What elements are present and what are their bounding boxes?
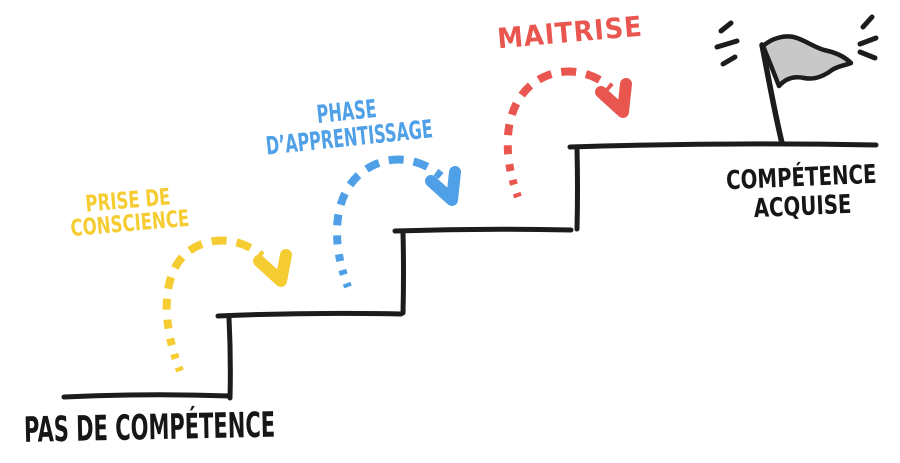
arrow-learning <box>333 155 461 289</box>
staircase <box>61 141 879 401</box>
arrow-learning-head <box>425 166 461 206</box>
sparkle-dash <box>860 14 875 30</box>
arrow-mastery-arc <box>503 67 614 199</box>
flag-icon <box>759 34 854 146</box>
arrow-learning-arc <box>333 155 444 289</box>
label-line: PAS DE COMPÉTENCE <box>23 405 276 451</box>
arrow-mastery-head <box>595 78 632 118</box>
stair-tread-2 <box>215 310 404 319</box>
sparkle-dash <box>718 20 734 34</box>
sparkle-dash <box>720 54 738 67</box>
stair-riser-3 <box>574 146 580 232</box>
stair-tread-1 <box>61 392 233 400</box>
flag-pole <box>759 42 785 146</box>
arrow-awareness <box>162 236 292 373</box>
stair-tread-3 <box>392 226 574 234</box>
label-pas-de-competence: PAS DE COMPÉTENCE <box>23 405 276 451</box>
stair-tread-4 <box>567 141 879 150</box>
sparkle-dash <box>857 35 879 47</box>
sparkle-dash <box>714 38 740 50</box>
arrow-awareness-arc <box>162 236 265 373</box>
flag-banner <box>760 34 854 89</box>
label-competence-acquise: COMPÉTENCE ACQUISE <box>710 160 895 226</box>
sparkle-dashes-icon <box>714 14 879 67</box>
arrow-mastery <box>503 67 632 199</box>
sparkle-dash <box>857 49 878 61</box>
stair-riser-2 <box>400 230 406 316</box>
arrow-awareness-head <box>253 249 292 287</box>
stair-riser-1 <box>226 315 233 401</box>
